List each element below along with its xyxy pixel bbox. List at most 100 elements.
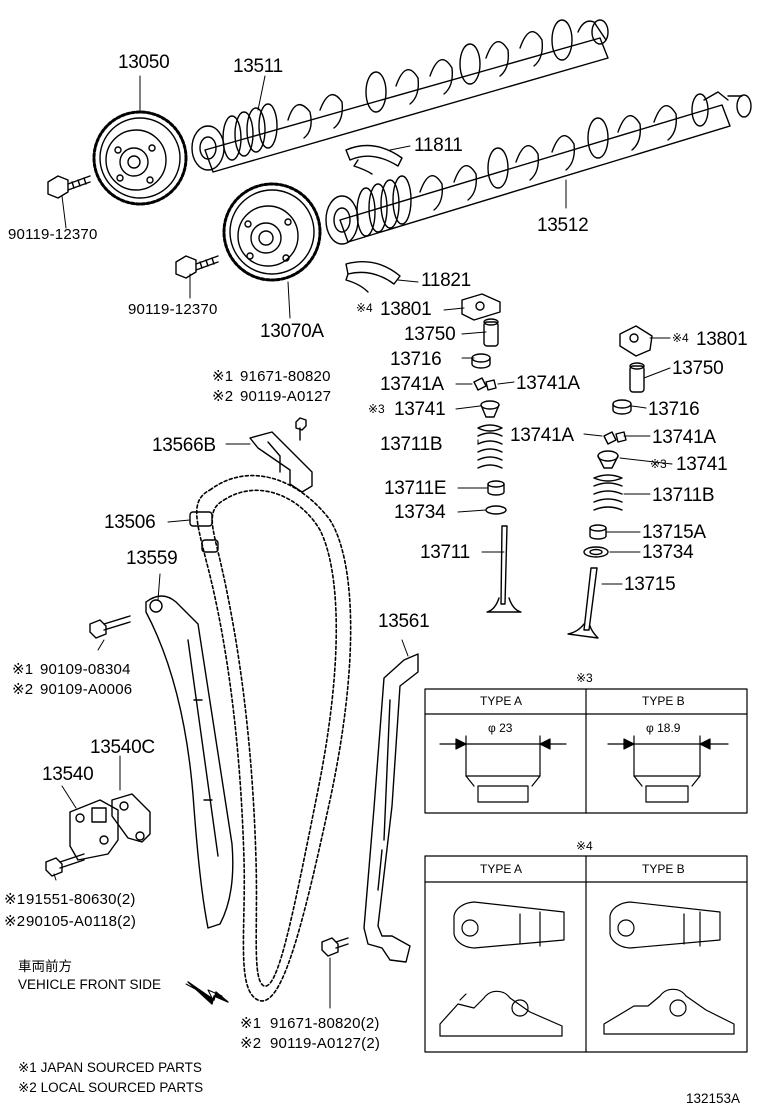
rocker-arm-13801-right	[619, 325, 653, 357]
mark-4-left: ※4	[356, 301, 373, 315]
bearing-11821	[345, 261, 401, 293]
label-bolt-90119-12370-upper: 90119-12370	[8, 226, 98, 243]
mark-2-13566: ※2	[212, 388, 234, 405]
label-13506: 13506	[104, 512, 156, 533]
valve-cap-13716-left	[471, 353, 491, 369]
label-13801-left: 13801	[380, 299, 432, 320]
label-13566B: 13566B	[152, 435, 216, 456]
mark-1-13559: ※1	[12, 661, 34, 678]
label-ref-91551-80630: 91551-80630(2)	[26, 891, 136, 908]
valve-cap-13716-right	[612, 399, 632, 415]
label-13512: 13512	[537, 215, 589, 236]
label-13711E: 13711E	[384, 478, 447, 499]
lash-adjuster-13750-left	[483, 318, 499, 347]
box4-title: ※4	[576, 839, 593, 853]
label-13741A-right-1: 13741A	[510, 425, 574, 446]
label-front-en: VEHICLE FRONT SIDE	[18, 977, 162, 992]
label-13540: 13540	[42, 764, 94, 785]
camshaft-13511	[191, 19, 609, 173]
label-13801-right: 13801	[696, 329, 748, 350]
valve-seal-13715A	[589, 524, 607, 540]
label-13561: 13561	[378, 611, 430, 632]
box3-type-a-header: TYPE A	[480, 694, 523, 708]
mark-3-left: ※3	[368, 402, 385, 416]
label-13734-left: 13734	[394, 502, 446, 523]
timing-chain-13506	[195, 474, 352, 1002]
label-13715: 13715	[624, 574, 676, 595]
box4-type-a-header: TYPE A	[480, 862, 523, 876]
label-13559: 13559	[126, 548, 178, 569]
box3-dim-a: φ 23	[488, 721, 513, 735]
valve-spring-13711B-right	[593, 474, 623, 511]
bolt-91671-80820-bottom	[321, 937, 349, 957]
label-ref-90119-A0127: 90119-A0127	[240, 388, 332, 405]
mark-2-13559: ※2	[12, 681, 34, 698]
valve-keepers-13741A-left	[473, 377, 497, 391]
diagram-id: 132153A	[686, 1091, 741, 1106]
label-bolt-90119-12370-lower: 90119-12370	[128, 301, 218, 318]
label-13540C: 13540C	[90, 737, 155, 758]
footnote-local-sourced: ※2 LOCAL SOURCED PARTS	[18, 1080, 204, 1095]
tensioner-gasket-13540C	[111, 793, 151, 843]
camshaft-13512	[325, 91, 752, 245]
spring-seat-13734-right	[583, 546, 609, 558]
label-ref-90119-A0127-2: 90119-A0127(2)	[270, 1035, 381, 1052]
bolt-91551-80630	[45, 853, 85, 877]
box3-dim-b: φ 18.9	[646, 721, 681, 735]
vvt-gear-13070A	[222, 182, 322, 282]
vehicle-front-arrow	[185, 981, 229, 1005]
mark-3-right: ※3	[650, 457, 667, 471]
label-13716-right: 13716	[648, 399, 700, 420]
label-13511: 13511	[233, 56, 283, 77]
label-13716-left: 13716	[390, 349, 442, 370]
label-ref-90109-08304: 90109-08304	[40, 661, 131, 678]
leader-lines	[53, 75, 673, 1009]
detail-box-type4	[424, 855, 748, 1053]
bolt-90109-08304	[89, 615, 131, 639]
box4-type-b-header: TYPE B	[642, 862, 685, 876]
label-ref-90105-A0118: 90105-A0118(2)	[26, 913, 137, 930]
label-front-jp: 車両前方	[18, 959, 72, 974]
label-ref-91671-80820-2: 91671-80820(2)	[270, 1015, 380, 1032]
label-13750-left: 13750	[404, 324, 456, 345]
label-13715A: 13715A	[642, 522, 706, 543]
mark-1-bottom: ※1	[240, 1015, 262, 1032]
label-11821: 11821	[421, 270, 471, 291]
label-13734-right: 13734	[642, 542, 694, 563]
label-13741A-left-1: 13741A	[380, 374, 444, 395]
lash-adjuster-13750-right	[629, 362, 645, 393]
detail-box-type3	[424, 688, 748, 814]
chain-damper-13561	[363, 653, 419, 963]
bolt-90119-12370-lower	[175, 255, 219, 279]
valve-13715	[567, 567, 599, 639]
chain-slipper-links	[189, 511, 219, 553]
box3-type-b-header: TYPE B	[642, 694, 685, 708]
label-13741-right: 13741	[676, 454, 728, 475]
label-13741A-left-2: 13741A	[516, 373, 580, 394]
bolt-90119-12370-upper	[47, 175, 91, 199]
valve-13711	[486, 525, 522, 613]
label-13711B-left: 13711B	[380, 434, 443, 455]
bearing-11811	[345, 144, 403, 175]
mark-1-13566: ※1	[212, 368, 234, 385]
valve-keepers-13741A-right	[603, 431, 627, 445]
label-13741-left: 13741	[394, 399, 446, 420]
valve-seal-13711E	[487, 480, 505, 496]
label-13741A-right-2: 13741A	[652, 427, 716, 448]
vvt-gear-13050	[92, 110, 188, 206]
mark-1-13540: ※1	[4, 891, 26, 908]
spring-seat-13734-left	[485, 505, 507, 515]
label-13711: 13711	[420, 542, 470, 563]
label-ref-90109-A0006: 90109-A0006	[40, 681, 133, 698]
valve-spring-13711B-left	[477, 424, 503, 469]
label-ref-91671-80820: 91671-80820	[240, 368, 331, 385]
label-11811: 11811	[414, 135, 463, 156]
spring-retainer-13741-right	[597, 450, 619, 469]
label-13750-right: 13750	[672, 358, 724, 379]
rocker-arm-13801-left	[461, 293, 501, 321]
label-13050: 13050	[118, 52, 170, 73]
mark-4-right: ※4	[672, 331, 689, 345]
chain-tensioner-13540	[69, 799, 119, 861]
